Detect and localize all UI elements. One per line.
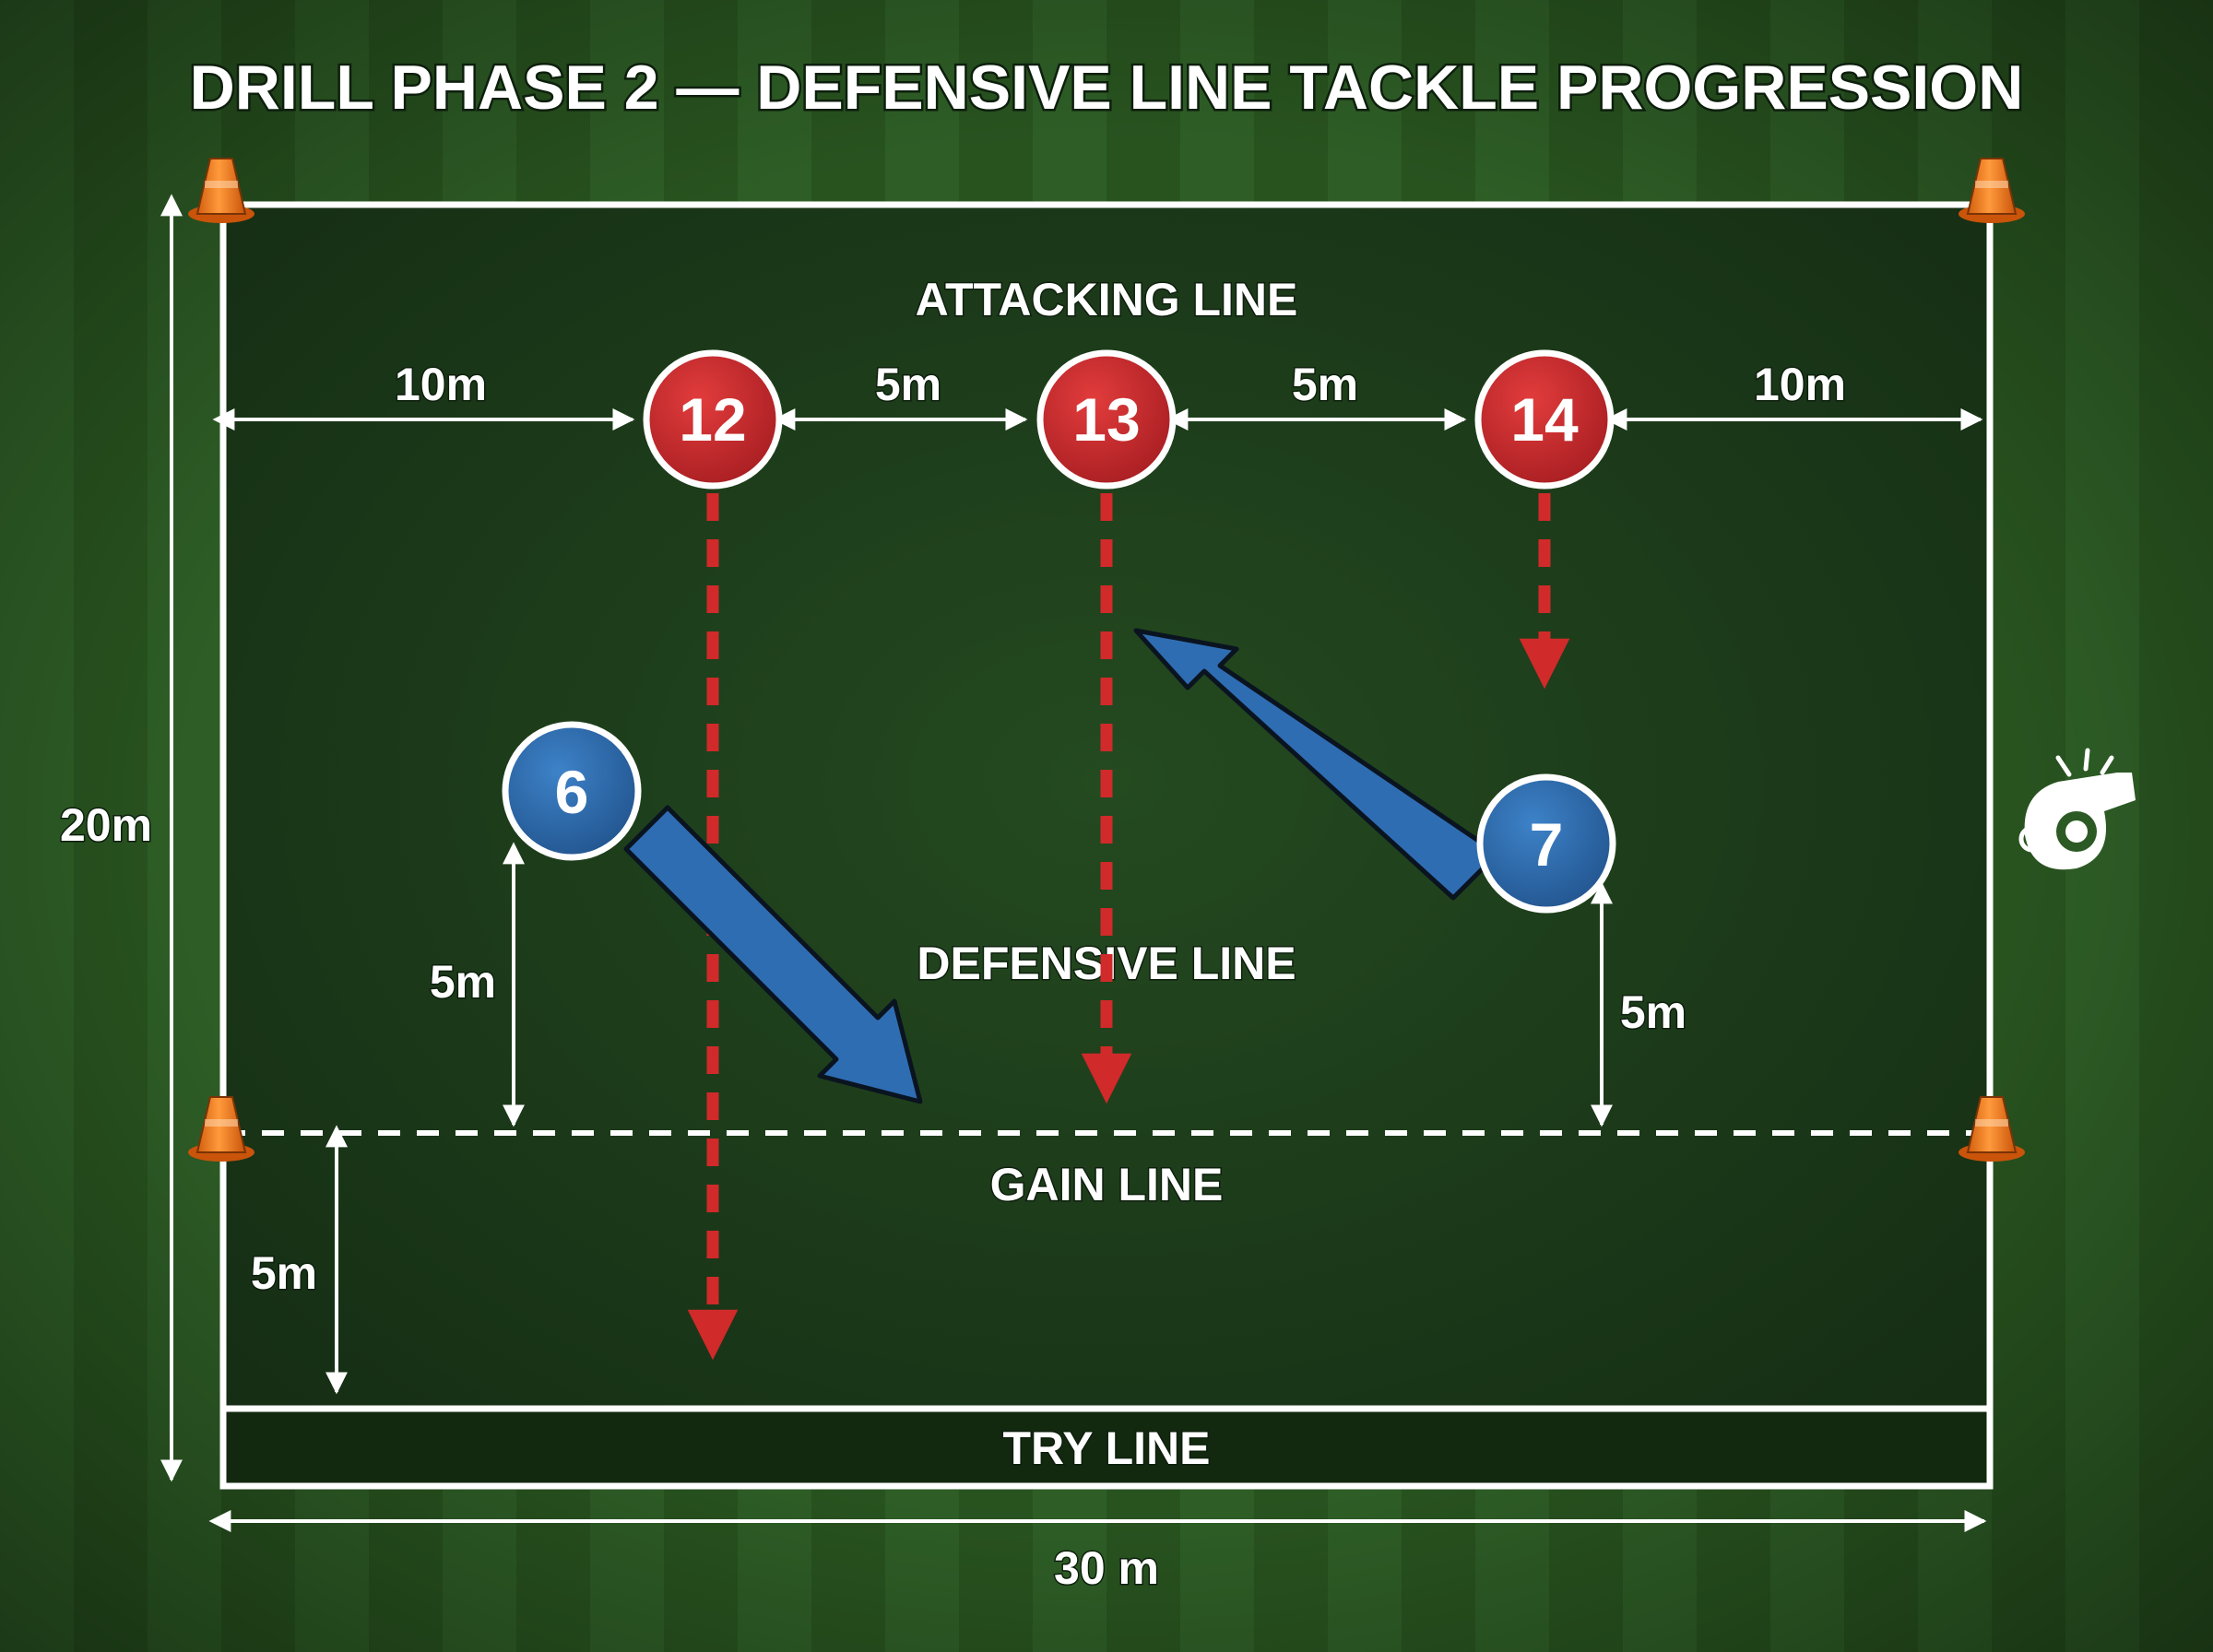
attacking-line-label: ATTACKING LINE	[916, 274, 1298, 325]
run-path-6	[623, 805, 923, 1104]
attacker-spacing: 10m 5m 5m 10m	[212, 358, 1983, 431]
defender-6-number: 6	[555, 758, 589, 826]
try-line-band	[223, 1409, 1990, 1486]
gap-12-13-label: 5m	[875, 359, 941, 410]
defender-7-marker	[1476, 773, 1616, 914]
defender-7[interactable]: 7	[1476, 773, 1616, 914]
whistle-icon	[2018, 748, 2136, 870]
defender-7-depth-label: 5m	[1620, 986, 1686, 1038]
depth-markers: 5m 5m 5m 20m 30 m	[58, 194, 1987, 1596]
defender-6-depth-label: 5m	[430, 956, 496, 1008]
run-path-7	[1133, 628, 1500, 901]
traffic-cone-icon	[1959, 158, 2025, 223]
attacker-12-marker	[643, 349, 783, 490]
gain-line-label: GAIN LINE	[990, 1159, 1224, 1210]
page-title: DRILL PHASE 2 — DEFENSIVE LINE TACKLE PR…	[190, 53, 2024, 123]
defender-runs	[623, 628, 1500, 1104]
right-gap-label: 10m	[1754, 359, 1846, 410]
attacker-13-number: 13	[1072, 385, 1140, 454]
attacker-13-marker	[1036, 349, 1177, 490]
attacker-14-number: 14	[1510, 385, 1579, 454]
attacker-12-number: 12	[679, 385, 746, 454]
attacker-13[interactable]: 13	[1036, 349, 1177, 490]
field-width-label: 30 m	[1054, 1542, 1159, 1594]
field-boundary	[219, 201, 1994, 1490]
try-line-label: TRY LINE	[1002, 1422, 1210, 1474]
gain-to-try-label: 5m	[251, 1247, 317, 1299]
attacker-12[interactable]: 12	[643, 349, 783, 490]
traffic-cone-icon	[188, 1096, 254, 1162]
traffic-cone-icon	[1959, 1096, 2025, 1162]
traffic-cone-icon	[188, 158, 254, 223]
gap-13-14-label: 5m	[1292, 359, 1358, 410]
left-gap-label: 10m	[395, 359, 487, 410]
defender-6[interactable]: 6	[502, 721, 642, 861]
defender-7-number: 7	[1530, 810, 1564, 879]
attacker-14[interactable]: 14	[1474, 349, 1615, 490]
attacker-14-marker	[1474, 349, 1615, 490]
field-length-label: 20m	[60, 799, 152, 851]
defender-6-marker	[502, 721, 642, 861]
